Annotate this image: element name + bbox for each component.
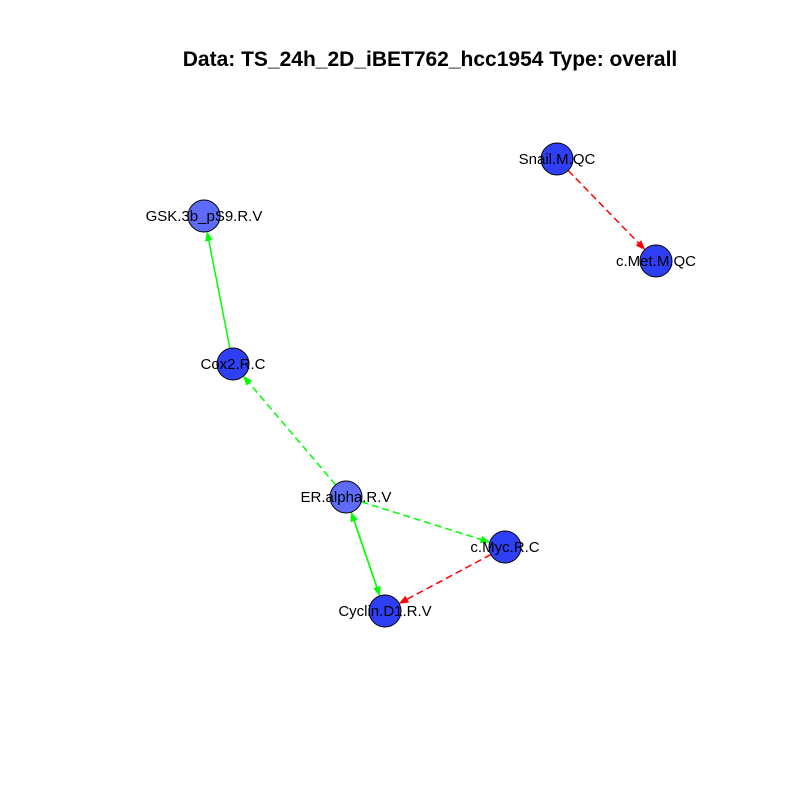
edge-ER.alpha.R.V-to-c.Myc.R.C xyxy=(361,501,491,544)
node-circle xyxy=(488,530,522,564)
edge-Snail.M.QC-to-c.Met.M.QC xyxy=(567,169,646,251)
edge-line xyxy=(353,520,381,597)
node-label: Cyclin.D1.R.V xyxy=(338,603,431,620)
edge-arrowhead xyxy=(398,595,410,604)
edge-ER.alpha.R.V-to-Cox2.R.C xyxy=(242,375,337,486)
edge-arrowhead xyxy=(635,240,646,251)
edge-line xyxy=(406,553,492,600)
node-circle xyxy=(187,199,221,233)
node-circle xyxy=(216,347,250,381)
edge-Cyclin.D1.R.V-to-ER.alpha.R.V xyxy=(350,511,381,597)
edge-Cox2.R.C-to-GSK.3b_pS9.R.V xyxy=(205,231,231,349)
edge-line xyxy=(248,382,337,486)
edge-c.Myc.R.C-to-Cyclin.D1.R.V xyxy=(398,553,492,604)
node-label: Cox2.R.C xyxy=(200,356,265,373)
node-ER.alpha.R.V: ER.alpha.R.V xyxy=(301,480,392,514)
edge-arrowhead xyxy=(242,375,253,386)
edge-line xyxy=(567,169,640,244)
node-circle xyxy=(540,142,574,176)
node-circle xyxy=(368,594,402,628)
edge-arrowhead xyxy=(350,511,358,523)
edge-arrowhead xyxy=(479,535,491,544)
plot-title: Data: TS_24h_2D_iBET762_hcc1954 Type: ov… xyxy=(182,48,678,71)
node-label: c.Met.M.QC xyxy=(616,253,696,270)
node-circle xyxy=(639,244,673,278)
edge-line xyxy=(208,240,231,349)
node-c.Myc.R.C: c.Myc.R.C xyxy=(470,530,540,564)
node-label: GSK.3b_pS9.R.V xyxy=(146,208,263,225)
node-label: c.Myc.R.C xyxy=(470,539,539,556)
edge-line xyxy=(361,501,482,541)
node-label: Snail.M.QC xyxy=(519,151,596,168)
node-c.Met.M.QC: c.Met.M.QC xyxy=(616,244,696,278)
node-Snail.M.QC: Snail.M.QC xyxy=(519,142,596,176)
node-label: ER.alpha.R.V xyxy=(301,489,392,506)
node-Cyclin.D1.R.V: Cyclin.D1.R.V xyxy=(338,594,432,628)
node-Cox2.R.C: Cox2.R.C xyxy=(200,347,266,381)
node-GSK.3b_pS9.R.V: GSK.3b_pS9.R.V xyxy=(146,199,263,233)
node-circle xyxy=(329,480,363,514)
edge-arrowhead xyxy=(205,231,213,242)
